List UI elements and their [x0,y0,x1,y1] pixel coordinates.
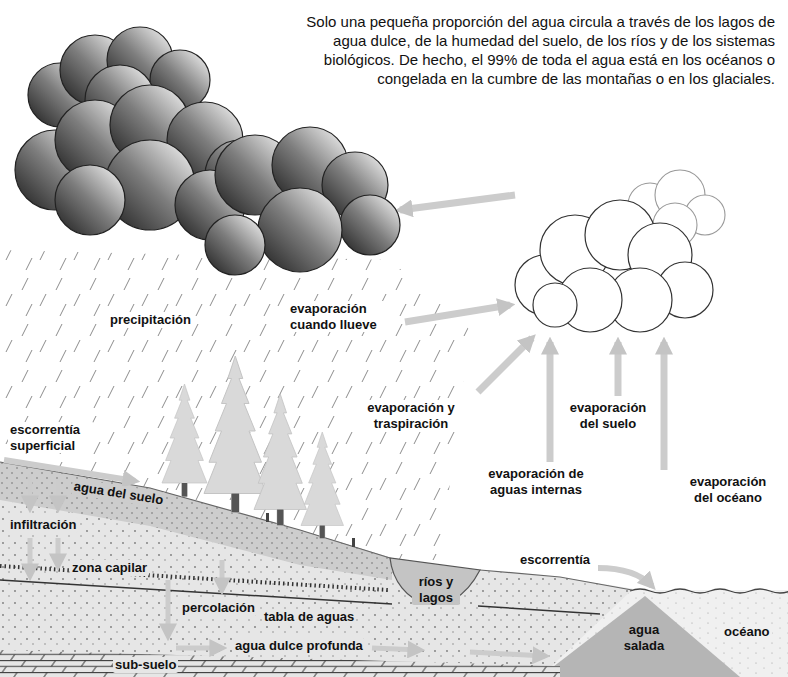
zone-label: tabla de aguas [262,609,356,625]
flow-arrows [400,195,515,210]
process-label: percolación [180,600,257,616]
flow-arrows [176,646,222,651]
process-label: infiltración [8,517,78,533]
zone-label: sub-suelo [113,657,178,673]
flow-arrows [220,560,225,590]
vapour-cloud [533,283,577,327]
bedrock [0,650,560,677]
rain-cloud [55,165,125,235]
flow-arrows [28,474,33,508]
flow-arrows [661,342,668,470]
process-label: evaporación del suelo [562,400,654,431]
flow-arrows [4,460,135,481]
zone-label: ríos y lagos [412,574,460,605]
process-label: precipitación [108,312,193,328]
flow-arrows [598,568,652,586]
flow-arrows [56,538,61,566]
process-label: evaporación de aguas internas [470,466,602,497]
rain-cloud [340,195,400,255]
river [390,558,480,604]
process-label: escorrentía [518,552,592,568]
tree [254,394,307,525]
tree [204,356,267,512]
vapour-cloud [515,200,713,332]
process-label: evaporación cuando llueve [288,301,388,332]
flow-arrows [4,195,664,656]
flow-arrows [405,305,510,322]
zone-label: agua del suelo [71,478,167,508]
flow-arrows [615,342,622,396]
tree [301,432,344,538]
flow-arrows [478,338,532,392]
tree [162,384,207,497]
zone-label: océano [722,624,772,640]
ocean-surface [630,589,788,593]
rain-cloud [175,127,400,275]
note-text: Solo una pequeña proporción del agua cir… [287,12,775,88]
flow-arrows [372,648,420,650]
ocean-water [540,590,788,677]
salt-water-wedge [540,596,740,677]
process-label: escorrentía superficial [8,422,94,453]
zone-label: agua salada [620,622,668,653]
zone-label: agua dulce profunda [233,638,365,654]
flow-arrows [547,342,554,462]
process-label: evaporación y traspiración [356,400,466,431]
flow-arrows [166,580,171,636]
rain-cloud [205,215,265,275]
rain-cloud [258,188,342,272]
zone-label: zona capilar [70,560,149,576]
fence-post [266,513,269,522]
process-label: evaporación del océano [680,474,776,505]
flow-arrows [470,652,545,656]
flow-arrows [56,480,61,508]
flow-arrows [28,538,33,576]
fence-post [352,538,355,547]
capillary-zone-line [0,566,388,590]
